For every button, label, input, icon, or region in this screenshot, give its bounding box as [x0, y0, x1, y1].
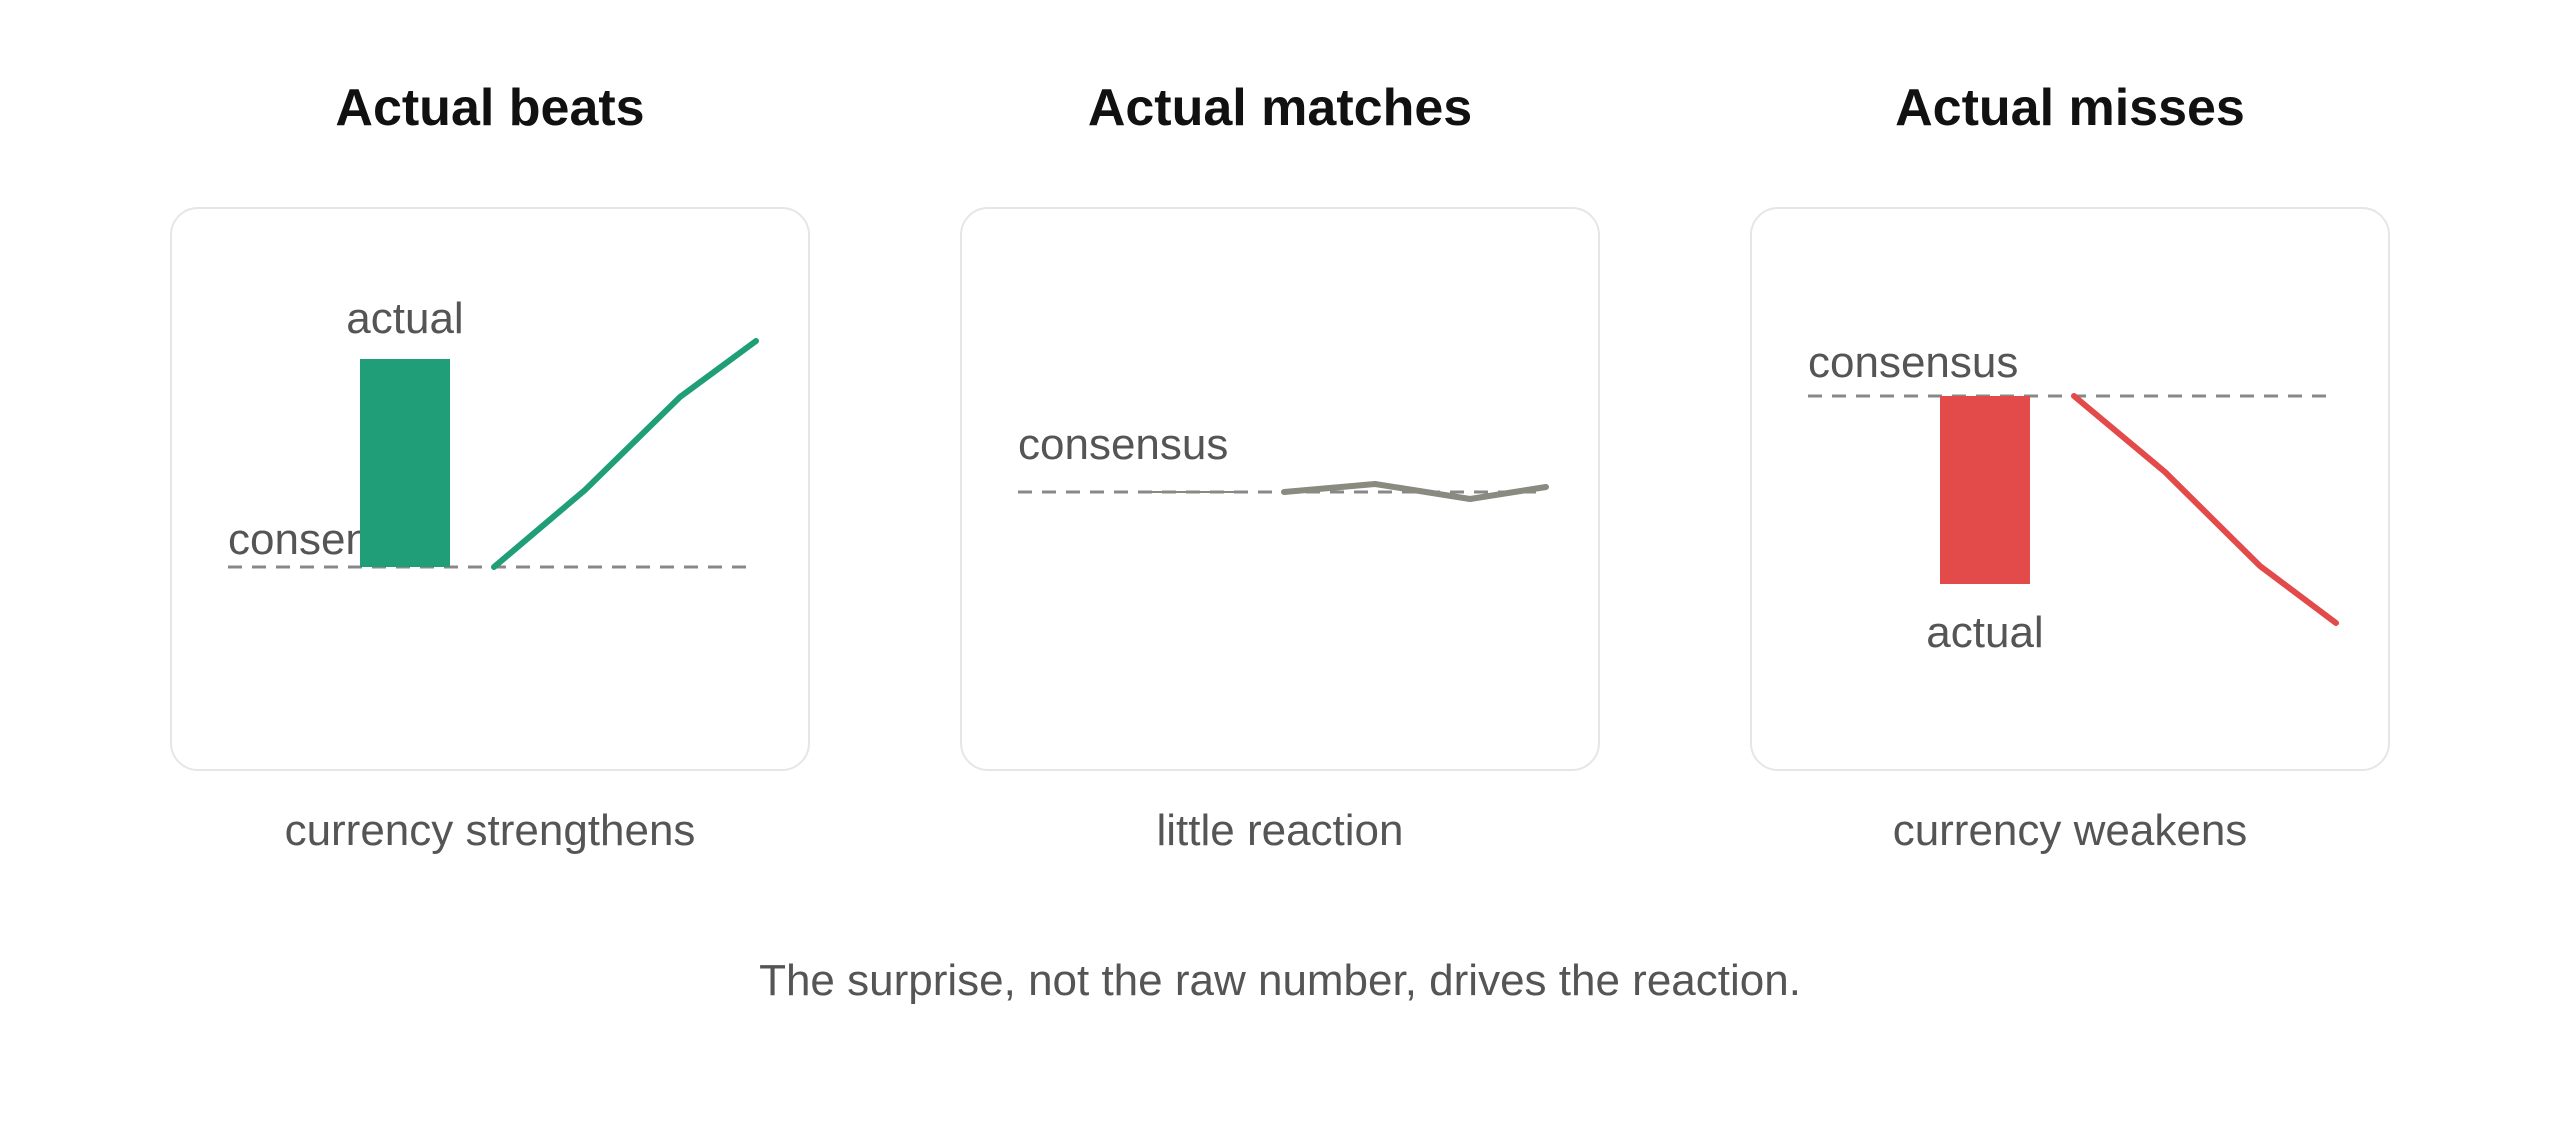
panel-matches-diagram: consensus	[1018, 420, 1549, 502]
panel-misses-title: Actual misses	[1895, 79, 2245, 137]
panel-misses-caption: currency weakens	[1892, 806, 2248, 855]
currency-reaction-line	[2071, 393, 2339, 626]
panel-matches-card: consensus	[960, 207, 1600, 771]
panel-beats-title: Actual beats	[335, 79, 645, 137]
footnote: The surprise, not the raw number, drives…	[759, 956, 1801, 1005]
panel-misses-diagram: consensus actual	[1808, 338, 2339, 657]
panel-beats-caption: currency strengthens	[284, 806, 696, 855]
panel-matches-title: Actual matches	[1087, 79, 1473, 137]
consensus-label: consensus	[1018, 420, 1228, 469]
actual-label: actual	[1926, 608, 2043, 657]
consensus-label: consensus	[1808, 338, 2018, 387]
panel-misses-card: consensus actual	[1750, 207, 2390, 771]
currency-reaction-line	[1281, 481, 1549, 502]
panel-matches-caption: little reaction	[1156, 806, 1404, 855]
actual-label: actual	[346, 294, 463, 343]
panel-beats-card: consensus actual	[170, 207, 810, 771]
actual-bar	[1940, 396, 2030, 584]
panel-beats-diagram: consensus actual	[228, 294, 759, 570]
actual-bar	[360, 359, 450, 567]
currency-reaction-line	[491, 338, 759, 570]
